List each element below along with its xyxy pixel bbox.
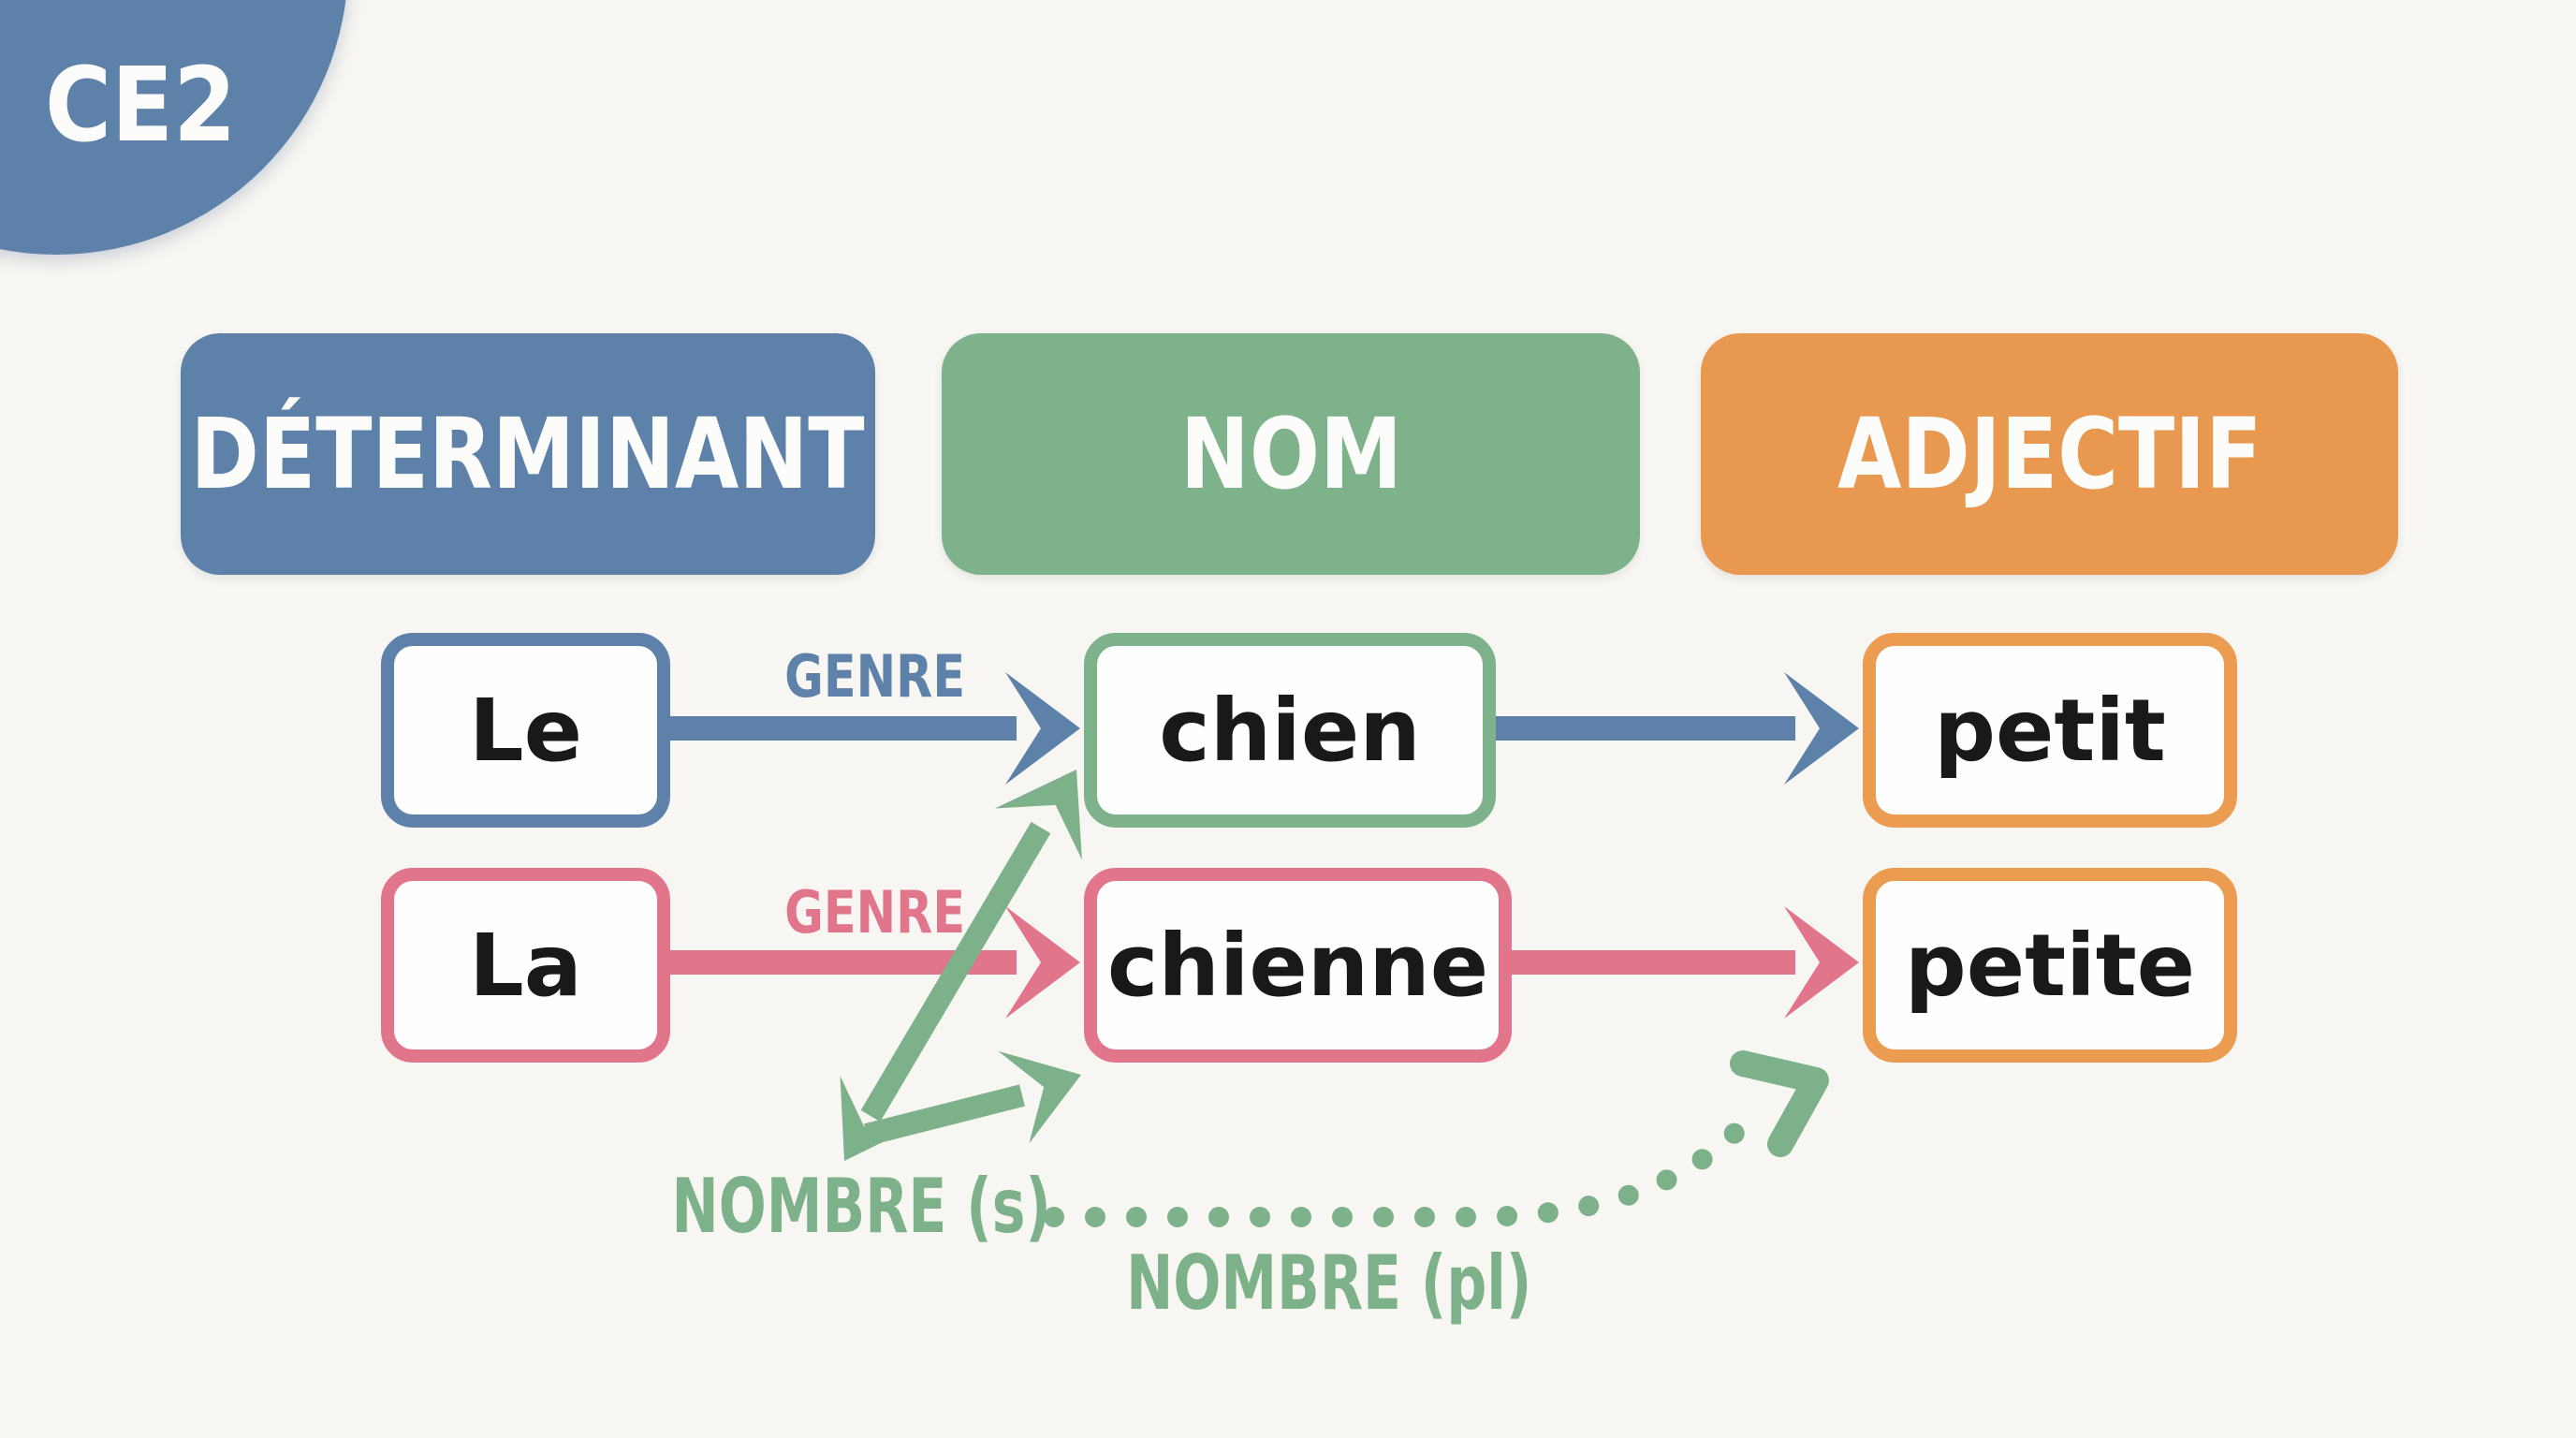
box-determinant-la: La [381,868,670,1063]
header-adjectif: ADJECTIF [1701,333,2398,575]
header-nom: NOM [942,333,1640,575]
genre-arrow-le-chien [670,672,1080,785]
box-nom-chienne: chienne [1084,868,1512,1063]
nombre-arrow-chien [840,770,1082,1161]
header-determinant: DÉTERMINANT [181,333,875,575]
accord-arrow-chien-petit [1495,672,1859,785]
grade-badge-label: CE2 [44,45,237,165]
box-determinant-le: Le [381,633,670,828]
accord-arrow-chienne-petite [1512,906,1859,1019]
nombre-arrow-chienne [864,1050,1081,1146]
nombre-dotted-arrow-petite [1044,1050,1829,1227]
nombre-singulier-label: NOMBRE (s) [671,1162,1051,1250]
nombre-pluriel-label: NOMBRE (pl) [1126,1239,1532,1327]
genre-label-feminin: GENRE [784,877,966,946]
box-nom-chien: chien [1084,633,1496,828]
genre-label-masculin: GENRE [784,641,966,711]
box-adjectif-petit: petit [1863,633,2237,828]
box-adjectif-petite: petite [1863,868,2237,1063]
